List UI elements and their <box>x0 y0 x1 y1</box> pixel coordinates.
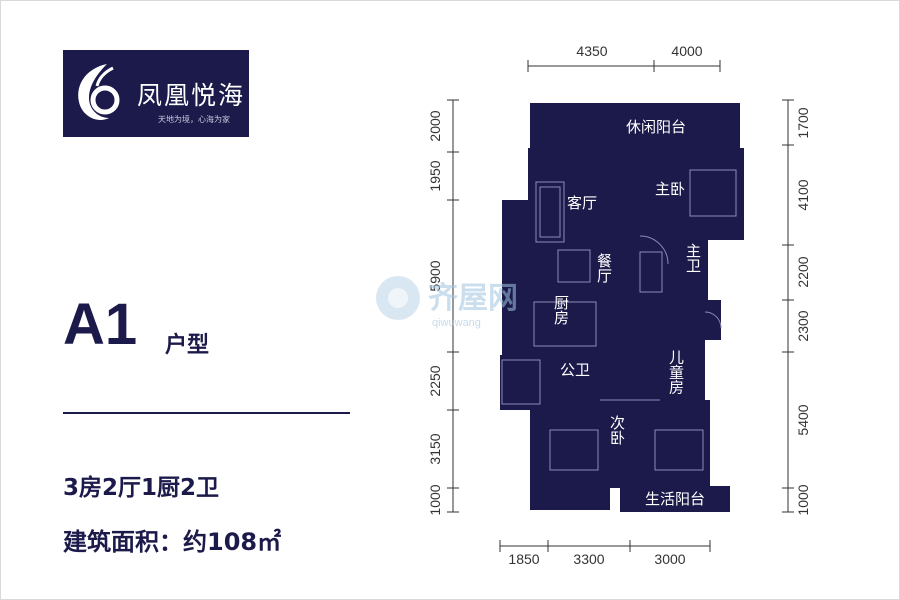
dim-right-4: 2300 <box>795 310 811 341</box>
unit-layout: 3房2厅1厨2卫 <box>63 475 220 501</box>
dim-bottom-2: 3300 <box>573 551 604 567</box>
divider <box>63 412 350 414</box>
watermark-text: 齐屋网 <box>428 281 518 316</box>
dim-right-3: 2200 <box>795 256 811 287</box>
room-dining: 餐厅 <box>595 253 613 283</box>
room-public-bath: 公卫 <box>560 361 590 379</box>
unit-type-label: 户型 <box>165 333 210 358</box>
room-leisure-balcony: 休闲阳台 <box>626 118 686 136</box>
dim-left-1: 2000 <box>427 110 443 141</box>
brand-name: 凤凰悦海 <box>137 81 246 110</box>
watermark: 齐屋网 qiwuwang <box>376 276 518 329</box>
dim-top-2: 4000 <box>671 43 702 59</box>
room-master-bedroom: 主卧 <box>655 180 685 198</box>
room-kitchen: 厨房 <box>552 295 570 325</box>
watermark-url: qiwuwang <box>432 317 481 329</box>
plan-body <box>500 103 744 512</box>
dim-right-1: 1700 <box>795 107 811 138</box>
dim-left-6: 1000 <box>427 484 443 515</box>
dim-bottom-1: 1850 <box>508 551 539 567</box>
room-master-bath: 主卫 <box>684 243 702 273</box>
room-living: 客厅 <box>567 194 597 212</box>
dim-right-2: 4100 <box>795 179 811 210</box>
brand-logo: 凤凰悦海 天地为境，心海为家 <box>63 50 249 137</box>
room-second-bedroom: 次卧 <box>608 415 626 445</box>
brand-tagline: 天地为境，心海为家 <box>158 115 230 124</box>
unit-area: 建筑面积：约108㎡ <box>63 528 282 556</box>
dim-right-5: 5400 <box>795 404 811 435</box>
room-kids: 儿童房 <box>667 350 685 395</box>
furniture-outlines <box>501 169 737 471</box>
dim-left-3: 5900 <box>427 260 443 291</box>
dim-bottom-3: 3000 <box>654 551 685 567</box>
dim-left-5: 3150 <box>427 433 443 464</box>
phoenix-logo-icon <box>78 64 120 121</box>
dim-right-6: 1000 <box>795 484 811 515</box>
dim-top-1: 4350 <box>576 43 607 59</box>
room-service-balcony: 生活阳台 <box>645 490 705 508</box>
dimension-lines <box>447 60 794 552</box>
dim-left-2: 1950 <box>427 160 443 191</box>
dim-left-4: 2250 <box>427 365 443 396</box>
unit-code: A1 <box>63 292 138 357</box>
